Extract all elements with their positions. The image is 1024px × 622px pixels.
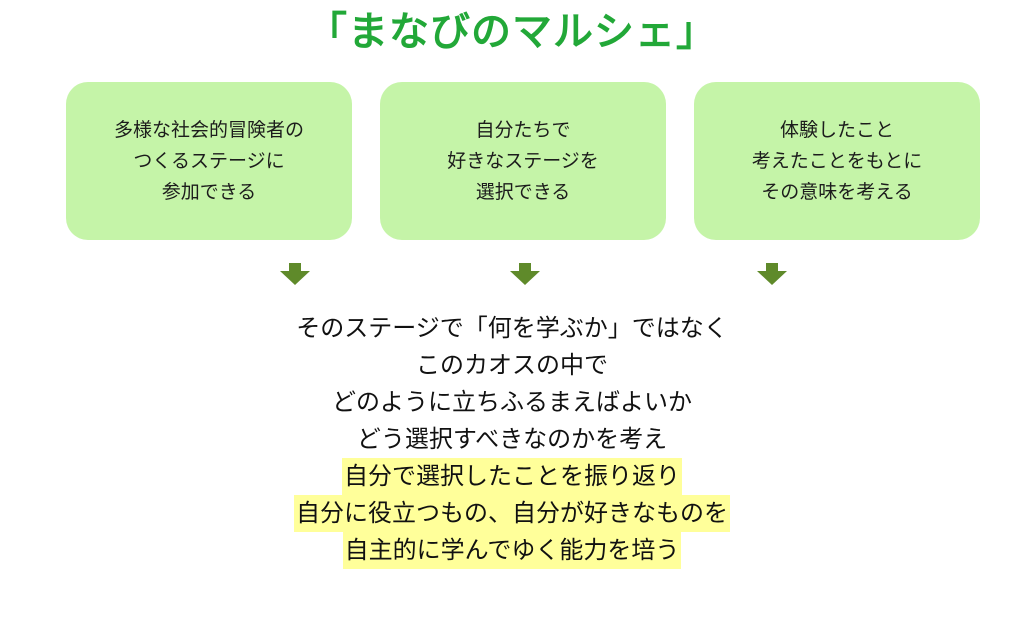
- highlighted-line-text: 自分で選択したことを振り返り: [342, 458, 682, 495]
- down-arrow-icon: [280, 263, 310, 285]
- box-text-line: 考えたことをもとに: [751, 149, 923, 172]
- highlighted-line: 自分で選択したことを振り返り: [0, 458, 1024, 495]
- conclusion-line: どのように立ちふるまえばよいか: [0, 384, 1024, 421]
- box-text-line: つくるステージに: [133, 149, 285, 172]
- highlighted-line-text: 自主的に学んでゆく能力を培う: [342, 532, 682, 569]
- box-text-line: 参加できる: [161, 180, 257, 203]
- conclusion-line-text: このカオスの中で: [416, 351, 608, 379]
- conclusion-text: そのステージで「何を学ぶか」ではなく このカオスの中で どのように立ちふるまえば…: [0, 310, 1024, 569]
- step-box-select: 自分たちで 好きなステージを 選択できる: [380, 82, 666, 240]
- conclusion-line-text: どのように立ちふるまえばよいか: [332, 388, 692, 416]
- highlighted-line-text: 自分に役立つもの、自分が好きなものを: [294, 495, 730, 532]
- box-text-line: 自分たちで: [475, 118, 571, 141]
- highlighted-line: 自主的に学んでゆく能力を培う: [0, 532, 1024, 569]
- page-title: 「まなびのマルシェ」: [307, 9, 717, 55]
- box-text-line: 多様な社会的冒険者の: [113, 118, 304, 141]
- conclusion-line: そのステージで「何を学ぶか」ではなく: [0, 310, 1024, 347]
- step-box-participate: 多様な社会的冒険者の つくるステージに 参加できる: [66, 82, 352, 240]
- box-text-line: その意味を考える: [761, 180, 913, 203]
- highlighted-line: 自分に役立つもの、自分が好きなものを: [0, 495, 1024, 532]
- conclusion-line-text: どう選択すべきなのかを考え: [356, 425, 668, 453]
- box-text-line: 好きなステージを: [447, 149, 599, 172]
- down-arrow-icon: [757, 263, 787, 285]
- down-arrow-icon: [510, 263, 540, 285]
- step-box-reflect: 体験したこと 考えたことをもとに その意味を考える: [694, 82, 980, 240]
- box-text-line: 体験したこと: [779, 118, 894, 141]
- conclusion-line: このカオスの中で: [0, 347, 1024, 384]
- conclusion-line-text: そのステージで「何を学ぶか」ではなく: [296, 314, 728, 342]
- conclusion-line: どう選択すべきなのかを考え: [0, 421, 1024, 458]
- box-text-line: 選択できる: [475, 180, 571, 203]
